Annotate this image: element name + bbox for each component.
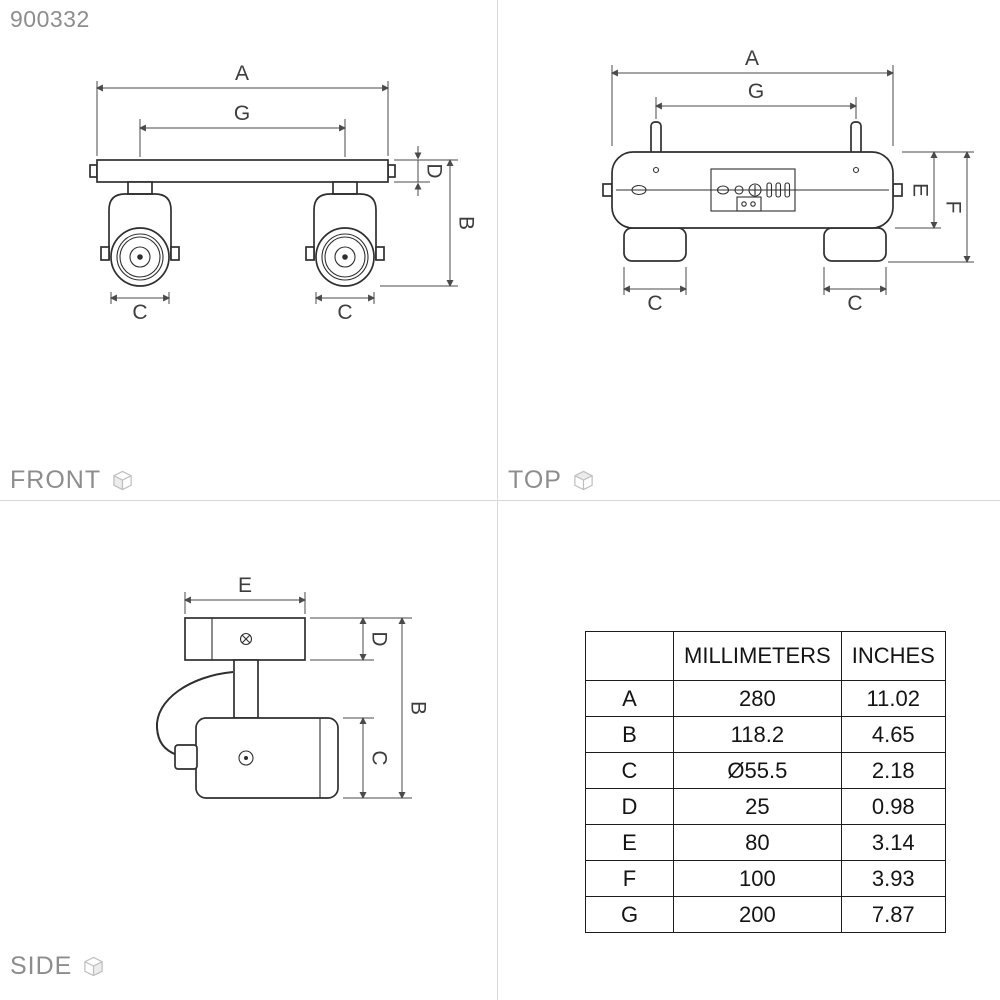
top-dim-label-f: F xyxy=(941,201,964,214)
side-view-label-text: SIDE xyxy=(10,952,73,980)
table-header-inches: INCHES xyxy=(840,631,946,681)
inches-value-cell: 2.18 xyxy=(840,752,946,789)
dim-letter-cell: A xyxy=(585,680,674,717)
inches-value-cell: 7.87 xyxy=(840,896,946,933)
side-mounting-plate xyxy=(184,617,306,661)
top-dim-label-c-left: C xyxy=(647,292,662,315)
top-view: A G E F C xyxy=(602,47,974,315)
front-dim-label-a: A xyxy=(235,62,249,85)
inches-value-cell: 3.14 xyxy=(840,824,946,861)
front-dimensions: A G D B C xyxy=(95,62,477,324)
table-row: E 80 3.14 xyxy=(585,824,946,861)
mm-value-cell: 80 xyxy=(673,824,842,861)
dim-letter-cell: G xyxy=(585,896,674,933)
dim-letter-cell: F xyxy=(585,860,674,897)
top-view-label: TOP xyxy=(508,466,595,495)
table-header-millimeters: MILLIMETERS xyxy=(673,631,842,681)
dimension-table: MILLIMETERS INCHES A 280 11.02 B 118.2 4… xyxy=(585,631,946,933)
dim-letter-cell: E xyxy=(585,824,674,861)
side-dim-label-b: B xyxy=(406,701,429,715)
top-lamp-heads xyxy=(623,227,887,262)
inches-value-cell: 11.02 xyxy=(840,680,946,717)
mm-value-cell: 100 xyxy=(673,860,842,897)
side-dim-label-d: D xyxy=(367,631,390,646)
product-code: 900332 xyxy=(10,6,90,32)
top-dimensions: A G E F C xyxy=(610,47,974,315)
front-mounting-bar xyxy=(89,159,396,183)
front-dim-label-c-right: C xyxy=(337,301,352,324)
top-dim-label-g: G xyxy=(748,80,764,103)
top-dim-label-e: E xyxy=(908,183,931,197)
front-dim-label-c-left: C xyxy=(132,301,147,324)
front-dim-label-d: D xyxy=(422,163,445,178)
table-row: A 280 11.02 xyxy=(585,680,946,717)
mm-value-cell: 280 xyxy=(673,680,842,717)
mm-value-cell: Ø55.5 xyxy=(673,752,842,789)
top-dim-label-c-right: C xyxy=(847,292,862,315)
mm-value-cell: 25 xyxy=(673,788,842,825)
inches-value-cell: 4.65 xyxy=(840,716,946,753)
dim-letter-cell: B xyxy=(585,716,674,753)
table-row: B 118.2 4.65 xyxy=(585,716,946,753)
top-junction-box-details xyxy=(710,168,796,212)
table-row: C Ø55.5 2.18 xyxy=(585,752,946,789)
front-view-label-text: FRONT xyxy=(10,466,102,494)
table-row: D 25 0.98 xyxy=(585,788,946,825)
top-pivot-posts xyxy=(650,121,862,157)
side-view-label: SIDE xyxy=(10,952,105,981)
mm-value-cell: 200 xyxy=(673,896,842,933)
mm-value-cell: 118.2 xyxy=(673,716,842,753)
side-stem xyxy=(233,659,259,719)
side-cable xyxy=(155,671,234,756)
side-view: E D B C xyxy=(155,574,429,800)
table-row: G 200 7.87 xyxy=(585,896,946,933)
dim-letter-cell: D xyxy=(585,788,674,825)
front-dim-label-b: B xyxy=(454,216,477,230)
table-header-row: MILLIMETERS INCHES xyxy=(585,631,946,681)
top-dim-label-a: A xyxy=(745,47,759,70)
top-view-label-text: TOP xyxy=(508,466,562,494)
front-dim-label-g: G xyxy=(234,102,250,125)
inches-value-cell: 3.93 xyxy=(840,860,946,897)
front-spotlight-right xyxy=(305,181,385,287)
side-view-cube-icon xyxy=(84,956,104,977)
dim-letter-cell: C xyxy=(585,752,674,789)
front-spotlight-left xyxy=(100,181,180,287)
side-lamp-head xyxy=(174,717,339,799)
side-dim-label-c: C xyxy=(367,750,390,765)
front-view-cube-icon xyxy=(113,470,132,491)
table-row: F 100 3.93 xyxy=(585,860,946,897)
top-view-cube-icon xyxy=(574,470,593,491)
inches-value-cell: 0.98 xyxy=(840,788,946,825)
front-view-label: FRONT xyxy=(10,466,134,495)
side-dim-label-e: E xyxy=(238,574,252,597)
table-corner-cell xyxy=(585,631,674,681)
front-view: A G D B C xyxy=(89,62,477,324)
side-dimensions: E D B C xyxy=(183,574,429,800)
